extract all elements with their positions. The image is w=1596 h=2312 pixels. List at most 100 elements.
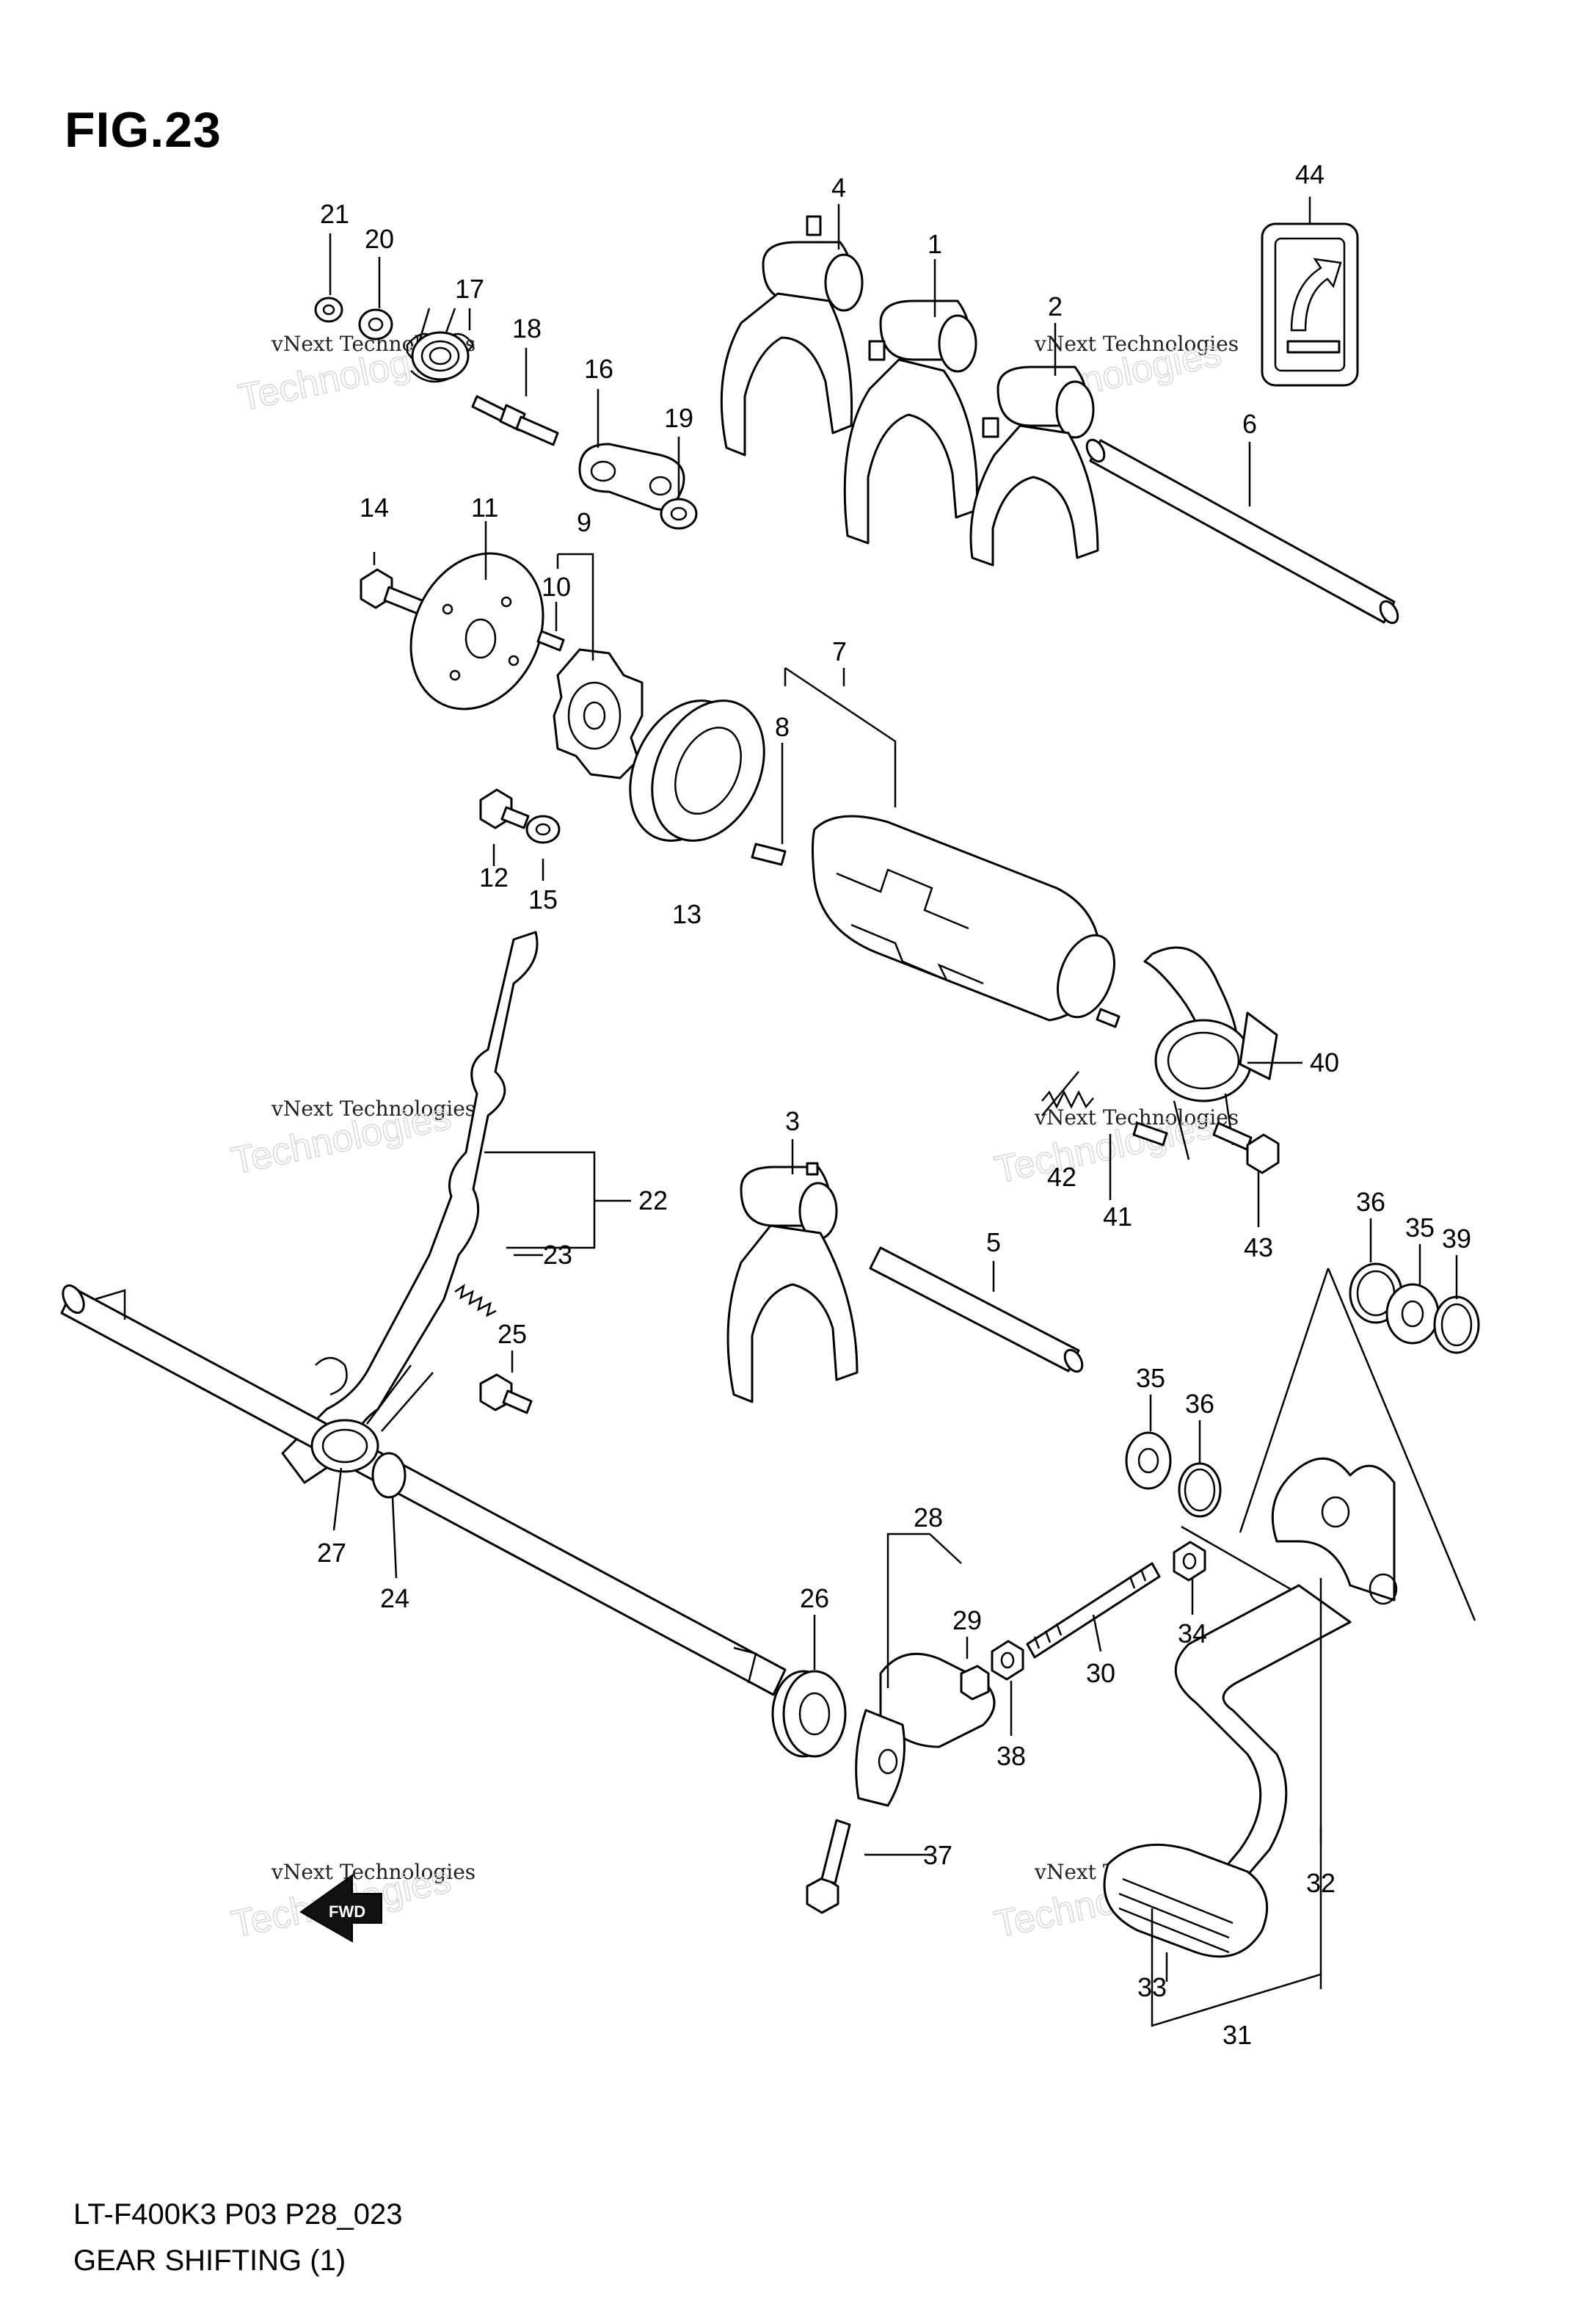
callout-12: 12 bbox=[479, 862, 509, 893]
callout-labels: 21 20 17 18 16 19 4 1 2 6 44 14 11 9 10 … bbox=[317, 159, 1471, 2050]
callout-36-lower: 36 bbox=[1185, 1389, 1214, 1419]
part-25-bolt bbox=[479, 1373, 533, 1414]
part-43-bolt bbox=[1212, 1122, 1280, 1174]
reference-lines bbox=[1181, 1268, 1476, 1621]
watermark-mid-left: vNext Technologies Technologies bbox=[227, 1094, 475, 1183]
watermark-text: vNext Technologies bbox=[271, 1860, 475, 1884]
callout-34: 34 bbox=[1178, 1618, 1207, 1648]
callout-32: 32 bbox=[1306, 1868, 1336, 1898]
callout-10: 10 bbox=[542, 572, 571, 602]
part-2-shift-fork bbox=[969, 366, 1099, 567]
callout-21: 21 bbox=[320, 199, 349, 229]
callout-35-lower: 35 bbox=[1136, 1363, 1165, 1393]
part-38-nut bbox=[991, 1640, 1024, 1681]
callout-8: 8 bbox=[775, 712, 790, 742]
callout-42: 42 bbox=[1047, 1162, 1076, 1192]
part-1-shift-fork bbox=[843, 299, 978, 545]
callout-23: 23 bbox=[543, 1240, 572, 1270]
part-27-return-spring bbox=[310, 1364, 434, 1473]
callout-13: 13 bbox=[672, 899, 702, 929]
part-26-oil-seal bbox=[771, 1670, 847, 1758]
diagram-code: LT-F400K3 P03 P28_023 bbox=[73, 2198, 403, 2231]
callout-39: 39 bbox=[1442, 1224, 1471, 1254]
callout-26: 26 bbox=[800, 1583, 829, 1613]
part-6-fork-shaft bbox=[1085, 438, 1399, 625]
part-18-stud-bolt bbox=[471, 395, 559, 446]
callout-9: 9 bbox=[577, 507, 591, 537]
fwd-label: FWD bbox=[329, 1902, 365, 1921]
watermark-mid-right: vNext Technologies Technologies bbox=[991, 1103, 1239, 1192]
part-9-cam-gear bbox=[553, 648, 644, 779]
callout-5: 5 bbox=[986, 1227, 1001, 1257]
callout-19: 19 bbox=[664, 403, 693, 433]
watermark-text: vNext Technologies bbox=[271, 1097, 475, 1121]
callout-38: 38 bbox=[996, 1741, 1026, 1771]
part-8-pin bbox=[751, 843, 787, 866]
part-10-pin bbox=[536, 630, 565, 652]
part-12-bolt bbox=[479, 788, 530, 829]
part-35-washer-upper bbox=[1385, 1283, 1440, 1345]
callout-35-upper: 35 bbox=[1405, 1213, 1435, 1243]
part-19-washer bbox=[660, 498, 698, 530]
part-11-cam-plate bbox=[409, 552, 544, 710]
part-29-pin bbox=[960, 1665, 990, 1701]
part-42-spring bbox=[1041, 1090, 1094, 1109]
part-13-bearing bbox=[629, 699, 765, 842]
part-44-shift-label-plate bbox=[1261, 222, 1359, 387]
callout-4: 4 bbox=[831, 172, 846, 203]
callout-25: 25 bbox=[498, 1319, 527, 1349]
callout-18: 18 bbox=[512, 313, 542, 343]
part-39-circlip bbox=[1433, 1295, 1480, 1354]
callout-14: 14 bbox=[360, 492, 389, 523]
figure-title: FIG.23 bbox=[65, 102, 222, 158]
callout-3: 3 bbox=[785, 1106, 800, 1136]
leader-lines bbox=[329, 197, 1458, 2027]
callout-2: 2 bbox=[1048, 291, 1063, 321]
part-3-shift-fork bbox=[726, 1162, 859, 1403]
part-24-collar bbox=[371, 1452, 407, 1499]
diagram-name: GEAR SHIFTING (1) bbox=[73, 2244, 346, 2277]
callout-17: 17 bbox=[455, 274, 484, 304]
callout-30: 30 bbox=[1086, 1658, 1115, 1688]
part-33-pedal-rubber bbox=[1103, 1843, 1269, 1958]
part-23-spring bbox=[454, 1284, 497, 1317]
callout-11: 11 bbox=[471, 492, 498, 523]
part-20-washer bbox=[358, 308, 393, 341]
callout-31: 31 bbox=[1222, 2020, 1252, 2050]
callout-1: 1 bbox=[928, 229, 942, 259]
callout-44: 44 bbox=[1295, 159, 1324, 189]
callout-29: 29 bbox=[952, 1605, 982, 1635]
part-14-bolt bbox=[360, 568, 427, 617]
watermark-text: vNext Technologies bbox=[1034, 332, 1239, 356]
part-37-bolt bbox=[806, 1819, 851, 1914]
part-4-shift-fork bbox=[720, 215, 864, 457]
callout-16: 16 bbox=[584, 354, 613, 384]
gearshift-shaft bbox=[60, 1284, 787, 1696]
part-34-nut bbox=[1173, 1541, 1206, 1582]
callout-27: 27 bbox=[317, 1538, 346, 1568]
callout-20: 20 bbox=[365, 224, 394, 254]
callout-28: 28 bbox=[914, 1502, 943, 1533]
part-5-fork-shaft bbox=[869, 1246, 1084, 1373]
callout-22: 22 bbox=[638, 1185, 668, 1215]
part-16-stopper-plate bbox=[578, 443, 685, 511]
callout-37: 37 bbox=[923, 1840, 952, 1870]
part-15-washer bbox=[525, 815, 561, 844]
part-35-washer-lower bbox=[1125, 1431, 1172, 1490]
callout-24: 24 bbox=[380, 1583, 409, 1613]
part-36-oring-lower bbox=[1178, 1462, 1222, 1518]
part-17-spring bbox=[406, 308, 475, 383]
part-41-pin bbox=[1132, 1122, 1168, 1146]
callout-33: 33 bbox=[1137, 1972, 1167, 2002]
part-31-shift-pedal bbox=[1174, 1457, 1398, 1902]
part-30-shift-rod bbox=[1026, 1562, 1161, 1659]
callout-43: 43 bbox=[1244, 1232, 1273, 1262]
callout-36-upper: 36 bbox=[1356, 1187, 1385, 1217]
part-21-nut bbox=[314, 297, 343, 323]
callout-15: 15 bbox=[528, 884, 558, 915]
part-7-gearshift-cam bbox=[812, 815, 1121, 1028]
callout-6: 6 bbox=[1242, 409, 1257, 439]
callout-40: 40 bbox=[1310, 1047, 1339, 1077]
